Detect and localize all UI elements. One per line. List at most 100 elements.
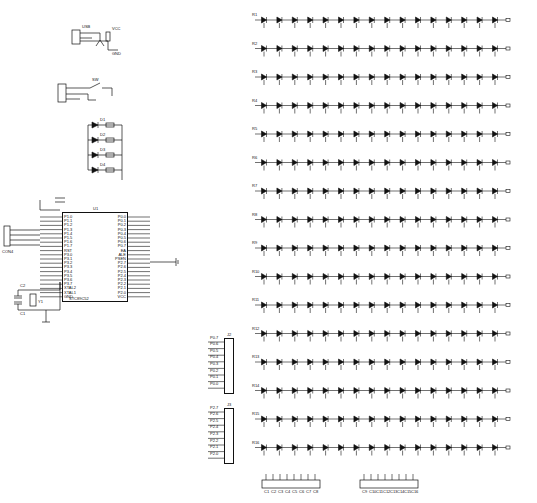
row-resistor — [506, 275, 510, 278]
part-reference: J2 — [227, 333, 231, 337]
led-symbol — [462, 331, 467, 342]
pin-wire — [40, 267, 62, 268]
led-symbol — [416, 131, 421, 142]
led-symbol — [339, 217, 344, 228]
led-symbol — [292, 217, 297, 228]
led-symbol — [493, 131, 498, 142]
led-symbol — [354, 17, 359, 28]
led-symbol — [369, 388, 374, 399]
led-symbol — [416, 74, 421, 85]
resistor-symbol — [106, 32, 110, 41]
led-symbol — [308, 217, 313, 228]
led-symbol — [277, 274, 282, 285]
led-symbol — [323, 274, 328, 285]
led-symbol — [323, 359, 328, 370]
connector-pin — [364, 474, 365, 480]
led-symbol — [292, 131, 297, 142]
led-symbol — [416, 302, 421, 313]
signal-name: P2.3 — [210, 432, 218, 436]
pin-header: J3 — [224, 408, 234, 464]
led-symbol — [262, 245, 267, 256]
row-resistor — [506, 161, 510, 164]
led-symbol — [462, 160, 467, 171]
pin-wire — [128, 246, 150, 247]
column-label: C2 — [271, 490, 276, 494]
led-symbol — [385, 331, 390, 342]
led-symbol — [354, 302, 359, 313]
connector-pin — [301, 474, 302, 480]
connector-pin — [378, 474, 379, 480]
column-label: C3 — [278, 490, 283, 494]
pin-wire — [40, 288, 62, 289]
led-symbol — [493, 217, 498, 228]
led-symbol — [277, 445, 282, 456]
row-resistor — [506, 104, 510, 107]
signal-name: P0.7 — [210, 336, 218, 340]
signal-name: P2.6 — [210, 412, 218, 416]
pin-header: J2 — [224, 338, 234, 394]
led-symbol — [277, 160, 282, 171]
column-label: C11 — [376, 490, 383, 494]
led-symbol — [262, 17, 267, 28]
led-symbol — [493, 416, 498, 427]
led-symbol — [400, 359, 405, 370]
column-label: C7 — [306, 490, 311, 494]
pin-wire — [128, 225, 150, 226]
led-symbol — [462, 131, 467, 142]
led-symbol — [462, 274, 467, 285]
led-symbol — [446, 388, 451, 399]
led-symbol — [385, 388, 390, 399]
column-label: C12 — [383, 490, 390, 494]
column-label: C9 — [362, 490, 367, 494]
led-symbol — [323, 388, 328, 399]
led-symbol — [308, 245, 313, 256]
pin-wire — [128, 217, 150, 218]
led-symbol — [477, 74, 482, 85]
led-symbol — [400, 302, 405, 313]
led-symbol — [292, 74, 297, 85]
pin-wire — [40, 242, 62, 243]
led-symbol — [477, 331, 482, 342]
led-symbol — [277, 302, 282, 313]
led-symbol — [292, 17, 297, 28]
pin-wire — [40, 250, 62, 251]
led-symbol — [369, 445, 374, 456]
led-symbol — [385, 17, 390, 28]
led-symbol — [308, 131, 313, 142]
row-resistor — [506, 304, 510, 307]
led-symbol — [369, 103, 374, 114]
led-symbol — [462, 245, 467, 256]
led-symbol — [416, 188, 421, 199]
pin-wire — [128, 242, 150, 243]
led-symbol — [354, 103, 359, 114]
signal-name: P2.1 — [210, 445, 218, 449]
led-wires — [88, 125, 122, 180]
pin-wire — [128, 267, 150, 268]
led-symbol — [369, 131, 374, 142]
led-symbol — [323, 416, 328, 427]
led-symbol — [354, 217, 359, 228]
row-label: R12 — [252, 327, 259, 331]
column-label: C5 — [292, 490, 297, 494]
led-symbol — [354, 445, 359, 456]
led-symbol — [369, 188, 374, 199]
pin-wire — [40, 271, 62, 272]
row-label: R10 — [252, 270, 259, 274]
led-symbol — [446, 74, 451, 85]
pin-wire — [40, 254, 62, 255]
column-connector — [262, 480, 320, 488]
signal-name: P0.3 — [210, 362, 218, 366]
pin-wire — [40, 296, 62, 297]
led-symbol — [308, 46, 313, 57]
led-symbol — [339, 160, 344, 171]
led-symbol — [292, 160, 297, 171]
led-symbol — [462, 217, 467, 228]
led-symbol — [416, 445, 421, 456]
led-symbol — [431, 74, 436, 85]
led-symbol — [354, 46, 359, 57]
pin-wire — [128, 275, 150, 276]
resistor-symbol — [106, 123, 114, 127]
led-symbol — [308, 160, 313, 171]
led-symbol — [339, 416, 344, 427]
pin-name: VCC — [118, 295, 126, 299]
